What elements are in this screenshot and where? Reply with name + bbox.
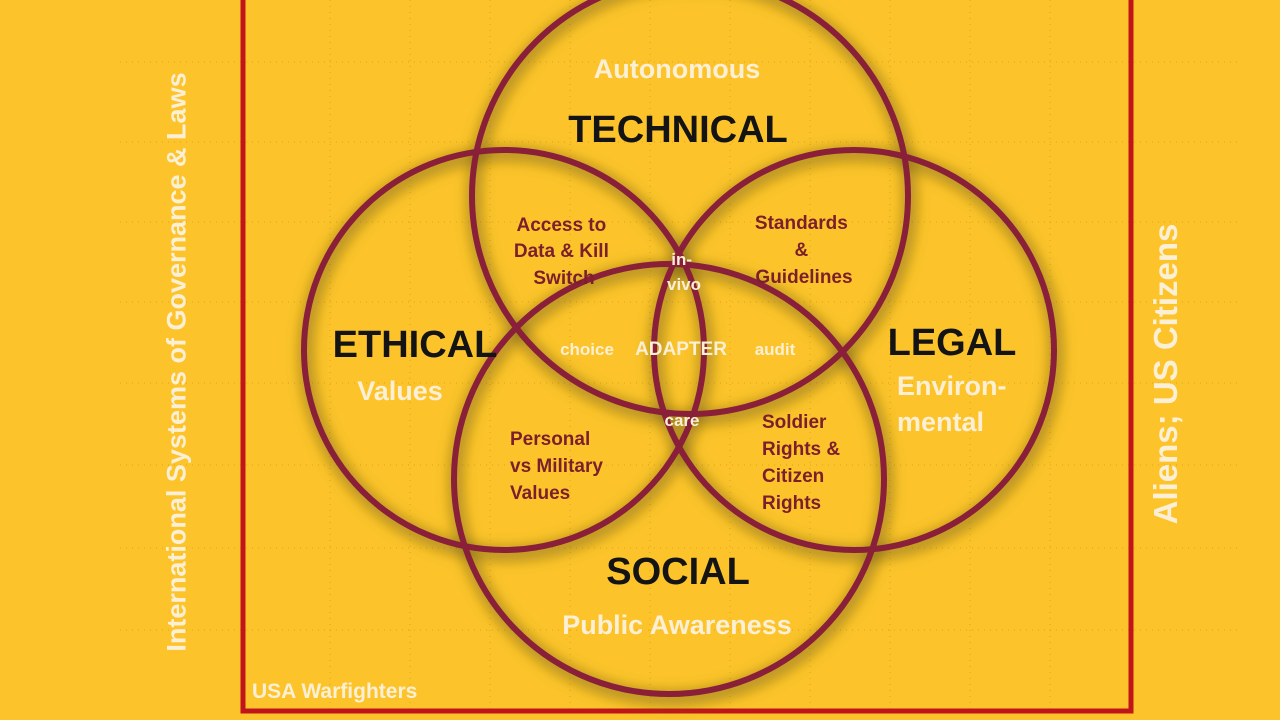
overlap-line: Access to xyxy=(516,215,606,236)
social-center-overlap: care xyxy=(665,411,700,430)
technical-circle xyxy=(469,0,911,417)
ethical-circle xyxy=(301,147,707,553)
legal-subtitle-line: mental xyxy=(897,407,984,437)
overlap-line: Standards xyxy=(755,213,848,234)
overlap-line: Rights xyxy=(762,493,821,514)
technical-title: TECHNICAL xyxy=(568,109,788,151)
overlap-line: Guidelines xyxy=(755,267,852,288)
right-side-label: Aliens; US Citizens xyxy=(1147,223,1184,525)
legal-subtitle: Environ- mental xyxy=(897,371,1014,437)
technical-center-overlap: in- vivo xyxy=(667,250,701,294)
overlap-line: vs Military xyxy=(510,456,603,477)
overlap-line: Personal xyxy=(510,429,590,450)
overlap-line: & xyxy=(794,240,808,261)
legal-center-overlap: audit xyxy=(755,340,796,359)
social-title: SOCIAL xyxy=(606,551,750,593)
technical-ethical-overlap: Access to Data & Kill Switch xyxy=(514,215,614,289)
legal-social-overlap: Soldier Rights & Citizen Rights xyxy=(762,412,845,514)
overlap-line: Citizen xyxy=(762,466,824,487)
social-subtitle: Public Awareness xyxy=(562,610,792,640)
ethical-title: ETHICAL xyxy=(333,324,498,366)
overlap-line: Soldier xyxy=(762,412,827,433)
overlap-line: Values xyxy=(510,483,570,504)
legal-subtitle-line: Environ- xyxy=(897,371,1007,401)
legal-circle xyxy=(651,147,1057,553)
footer-label: USA Warfighters xyxy=(252,680,417,703)
usa-warfighters-frame xyxy=(240,0,1134,714)
center-overlap: ADAPTER xyxy=(635,339,727,360)
social-circle xyxy=(451,261,887,697)
overlap-line: Switch xyxy=(533,268,594,289)
overlap-line: in- xyxy=(671,250,692,269)
technical-legal-overlap: Standards & Guidelines xyxy=(755,213,853,288)
overlap-line: Rights & xyxy=(762,439,840,460)
ethical-center-overlap: choice xyxy=(560,340,614,359)
left-side-label: International Systems of Governance & La… xyxy=(161,72,192,652)
ethical-social-overlap: Personal vs Military Values xyxy=(510,429,608,504)
technical-subtitle: Autonomous xyxy=(594,54,760,84)
legal-title: LEGAL xyxy=(888,322,1017,364)
overlap-line: vivo xyxy=(667,275,701,294)
overlap-line: Data & Kill xyxy=(514,241,609,262)
ethical-subtitle: Values xyxy=(357,376,443,406)
